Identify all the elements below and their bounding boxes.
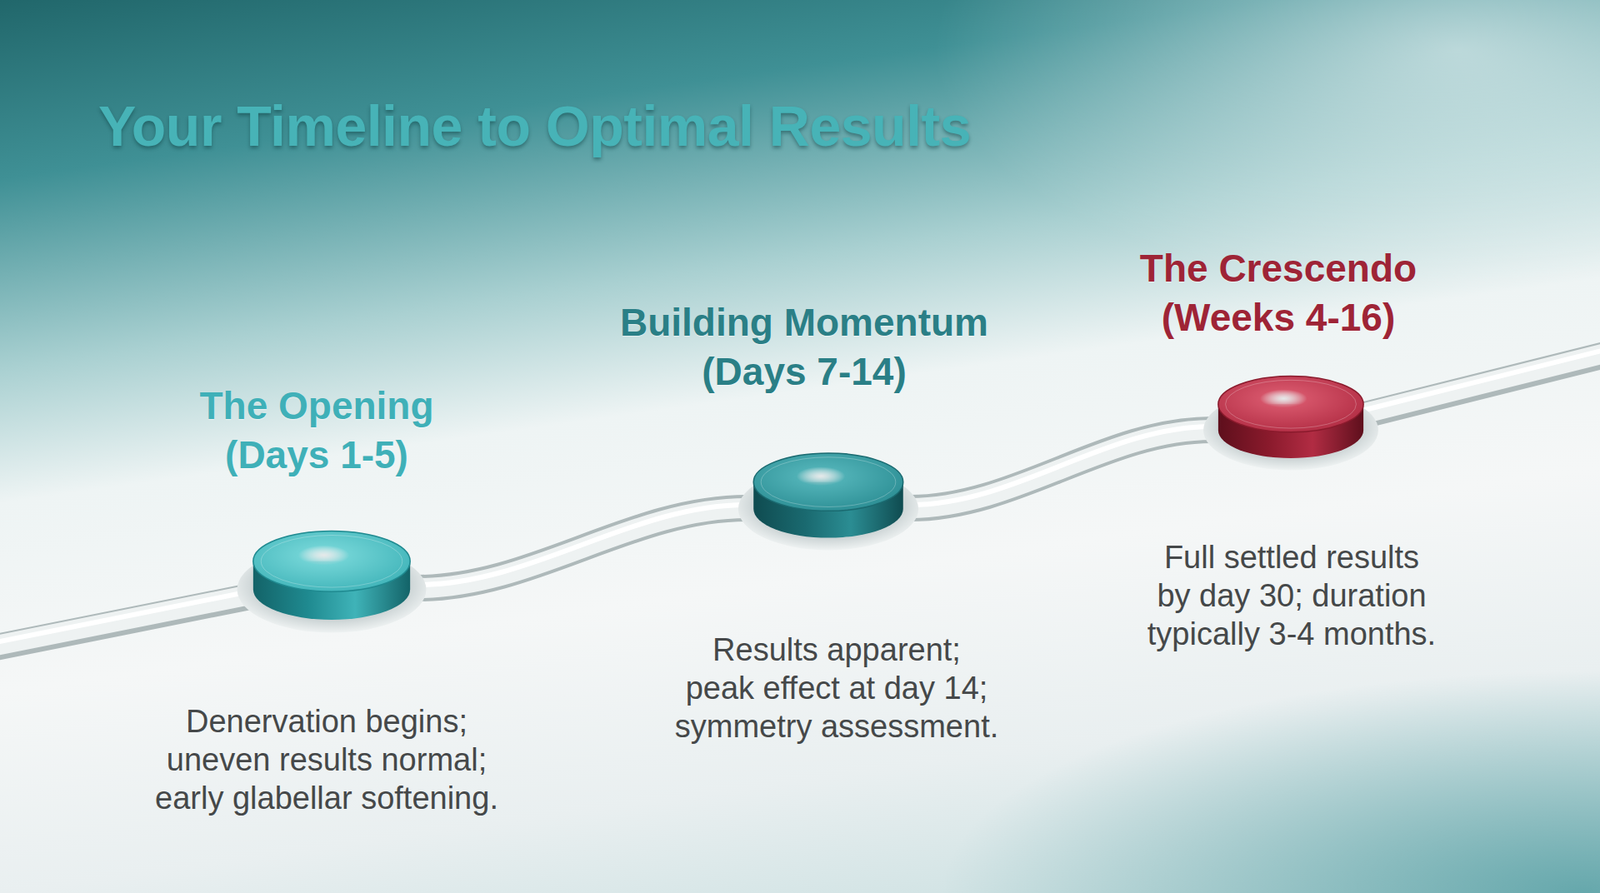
milestone-node: The Opening (Days 1-5)Denervation begins… [242, 522, 421, 631]
milestone-disc [743, 445, 914, 549]
milestone-description: Results apparent; peak effect at day 14;… [649, 630, 1025, 746]
rail-left [0, 588, 267, 649]
milestone-description: Denervation begins; uneven results norma… [130, 702, 523, 818]
milestone-node: The Crescendo (Weeks 4-16)Full settled r… [1208, 368, 1374, 469]
diagram-title: Your Timeline to Optimal Results [98, 93, 971, 159]
milestone-heading: The Crescendo (Weeks 4-16) [1111, 244, 1445, 343]
rail-right [1358, 349, 1600, 417]
milestone-disc [242, 522, 421, 631]
milestone-heading: Building Momentum (Days 7-14) [587, 298, 1021, 397]
milestone-heading: The Opening (Days 1-5) [166, 381, 467, 480]
milestone-description: Full settled results by day 30; duration… [1116, 538, 1467, 654]
timeline-connector [910, 426, 1212, 509]
milestone-disc [1208, 368, 1374, 469]
timeline-connector [417, 505, 747, 589]
milestone-node: Building Momentum (Days 7-14)Results app… [743, 445, 914, 549]
